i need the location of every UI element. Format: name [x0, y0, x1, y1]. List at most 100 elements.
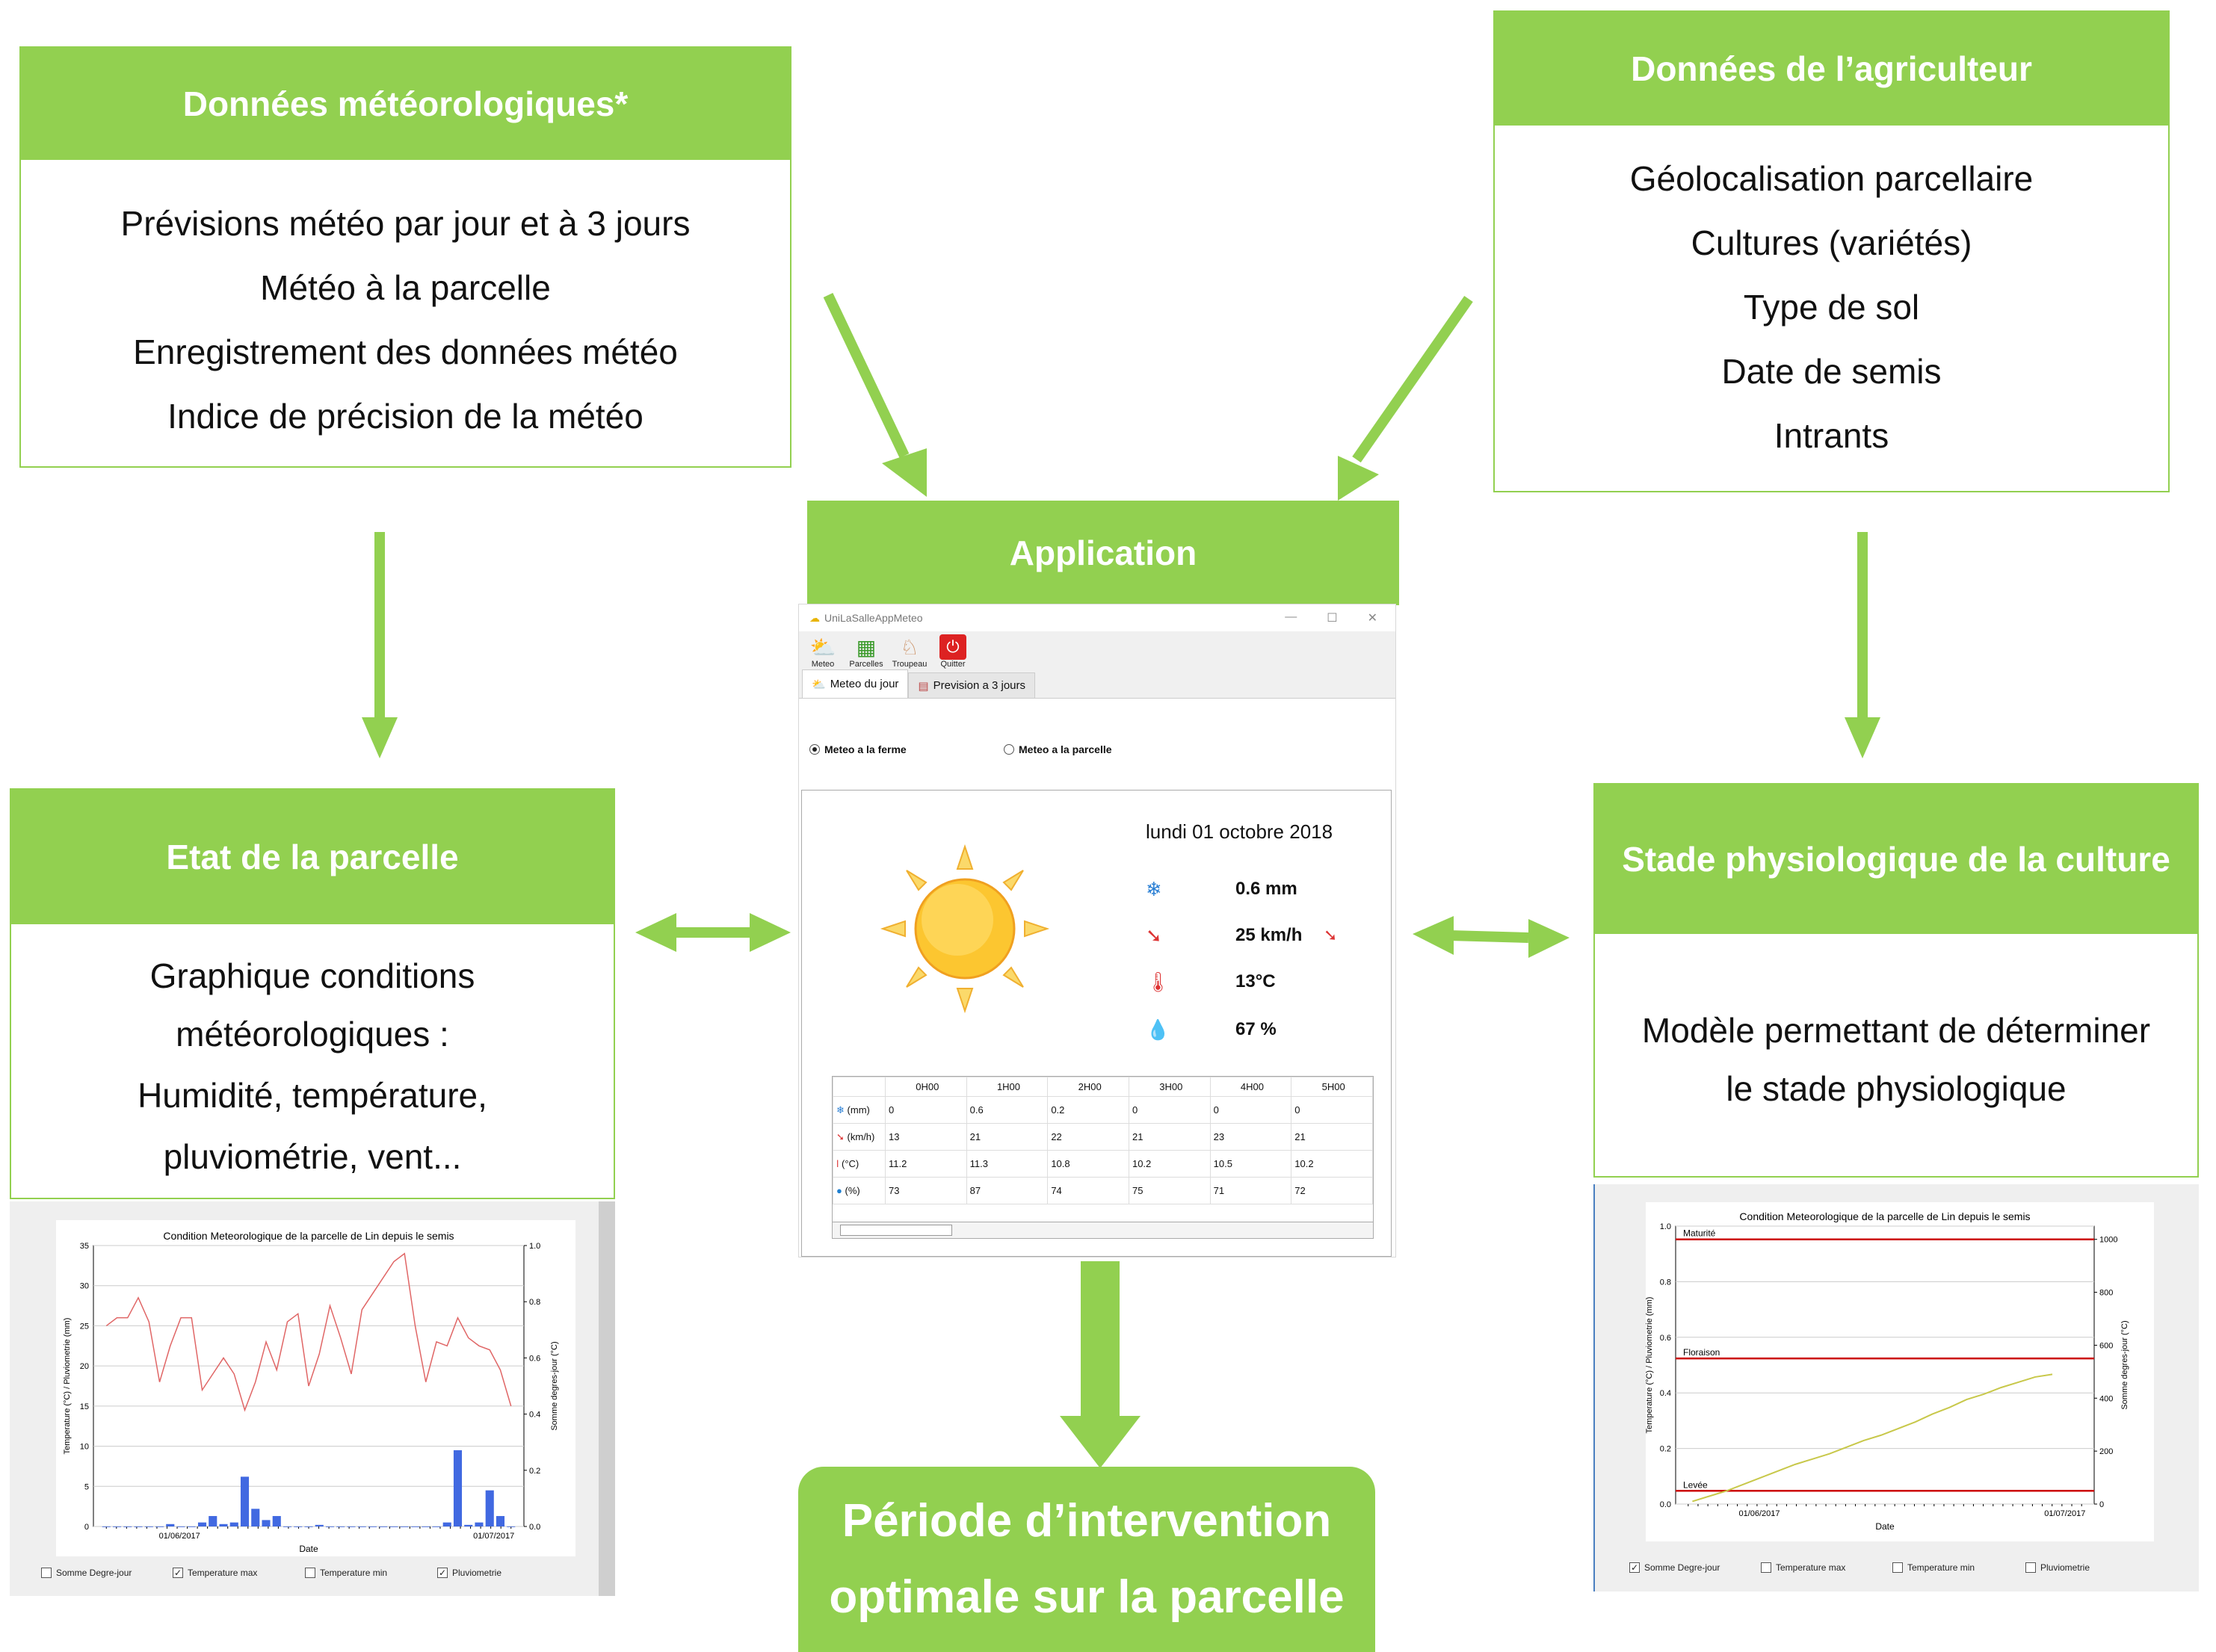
rain-bar: [368, 1526, 377, 1527]
app-toolbar: ⛅Meteo ▦Parcelles ♘Troupeau ⏻Quitter: [799, 631, 1395, 670]
y-tick-label: 0: [84, 1523, 89, 1532]
calendar-icon: ▤: [918, 679, 929, 693]
rain-bar: [389, 1526, 398, 1527]
y-right-tick-label: 0.2: [529, 1467, 540, 1476]
table-scrollbar[interactable]: [833, 1222, 1373, 1238]
rain-bar: [304, 1526, 313, 1527]
checkbox-temperature-max[interactable]: ✓ Temperature max: [173, 1568, 257, 1578]
table-cell: 10.2: [1128, 1150, 1211, 1178]
final-line: Période d’intervention: [842, 1495, 1332, 1547]
checkbox-box[interactable]: [305, 1568, 315, 1578]
arrow-app-stade: [1449, 930, 1529, 943]
stade-line: le stade physiologique: [1726, 1069, 2067, 1108]
checkbox-temperature-max[interactable]: Temperature max: [1761, 1562, 1845, 1573]
rain-bar: [209, 1516, 217, 1526]
toolbar-troupeau-button[interactable]: ♘Troupeau: [890, 634, 929, 670]
radio-dot[interactable]: [1004, 744, 1014, 755]
y-right-tick-label: 0.8: [529, 1298, 540, 1307]
table-cell: 22: [1047, 1123, 1129, 1151]
checkbox-label: Temperature max: [188, 1568, 258, 1578]
radio-label: Meteo a la ferme: [824, 743, 907, 755]
location-radio-group: Meteo a la ferme Meteo a la parcelle: [809, 743, 1392, 755]
y-right-tick-label: 0.0: [529, 1523, 540, 1532]
scrollbar-thumb[interactable]: [840, 1225, 952, 1236]
rain-bar: [219, 1523, 228, 1526]
rain-bar: [283, 1526, 292, 1527]
weather-humidity-row: 💧67 %: [1146, 1015, 1370, 1045]
wind-icon: ➘: [1146, 924, 1162, 947]
checkbox-label: Pluviometrie: [2040, 1562, 2090, 1573]
radio-meteo-parcelle[interactable]: Meteo a la parcelle: [1004, 743, 1112, 755]
threshold-label: Floraison: [1683, 1347, 1720, 1358]
maximize-icon[interactable]: ☐: [1327, 612, 1338, 625]
checkbox-box[interactable]: ✓: [173, 1568, 183, 1578]
y-tick-label: 30: [80, 1282, 89, 1291]
power-icon: ⏻: [939, 634, 966, 660]
checkbox-box[interactable]: [2025, 1562, 2036, 1573]
checkbox-somme-degre-jour[interactable]: ✓Somme Degre-jour: [1629, 1562, 1720, 1573]
radio-dot[interactable]: [809, 744, 820, 755]
rain-bar: [422, 1526, 430, 1527]
plot-frame: [1675, 1225, 2095, 1505]
table-row: ● (%) 73 87 74 75 71 72: [833, 1177, 1373, 1204]
meteo-line: Indice de précision de la météo: [167, 397, 643, 436]
radio-meteo-ferme[interactable]: Meteo a la ferme: [809, 743, 1004, 755]
checkbox-box[interactable]: ✓: [437, 1568, 448, 1578]
rain-bar: [507, 1526, 516, 1527]
minimize-icon[interactable]: —: [1285, 610, 1297, 623]
toolbar-meteo-button[interactable]: ⛅Meteo: [803, 634, 842, 670]
table-cell: 0: [885, 1096, 967, 1124]
y-tick-label: 35: [80, 1242, 89, 1251]
header-cell: 1H00: [966, 1077, 1049, 1097]
hourly-header-row: 0H00 1H00 2H00 3H00 4H00 5H00: [833, 1077, 1373, 1097]
y-right-tick-label: 800: [2099, 1289, 2113, 1298]
meteo-line: Météo à la parcelle: [260, 268, 551, 307]
checkbox-temperature-min[interactable]: Temperature min: [305, 1568, 387, 1578]
droplet-icon: ●: [836, 1185, 842, 1196]
checkbox-box[interactable]: [1761, 1562, 1771, 1573]
rain-bar: [112, 1526, 122, 1527]
rain-bar: [432, 1526, 441, 1527]
toolbar-quitter-button[interactable]: ⏻Quitter: [933, 634, 972, 670]
rain-bar: [410, 1526, 420, 1527]
rain-bar: [357, 1526, 366, 1527]
checkbox-box[interactable]: [41, 1568, 52, 1578]
farmer-line: Intrants: [1774, 416, 1889, 455]
weather-panel: lundi 01 octobre 2018 ❄0.6 mm ➘25 km/h➘ …: [801, 790, 1392, 1257]
table-cell: 10.8: [1047, 1150, 1129, 1178]
y-right-tick-label: 0: [2099, 1500, 2104, 1509]
checkbox-box[interactable]: [1892, 1562, 1903, 1573]
checkbox-somme-degre-jour[interactable]: Somme Degre-jour: [41, 1568, 132, 1578]
toolbar-parcelles-button[interactable]: ▦Parcelles: [847, 634, 886, 670]
rain-bar: [464, 1524, 473, 1526]
y-axis-label: Temperature (°C) / Pluviometrie (mm): [63, 1318, 72, 1455]
x-tick-label: 01/06/2017: [1738, 1509, 1780, 1518]
parcelle-lines: Graphique conditions météorologiques : H…: [11, 924, 614, 1186]
toolbar-label: Quitter: [940, 660, 966, 669]
application-title: Application: [807, 501, 1399, 605]
close-icon[interactable]: ✕: [1367, 612, 1377, 625]
table-cell: 21: [1128, 1123, 1211, 1151]
toolbar-label: Meteo: [811, 660, 835, 669]
row-label-cell: ǀ (°C): [833, 1150, 886, 1178]
meteo-data-lines: Prévisions météo par jour et à 3 jours M…: [21, 160, 790, 448]
checkbox-pluviometrie[interactable]: ✓Pluviometrie: [437, 1568, 501, 1578]
thermometer-icon: 🌡: [1146, 970, 1171, 993]
y-right-tick-label: 200: [2099, 1447, 2113, 1456]
weather-date: lundi 01 octobre 2018: [1146, 820, 1333, 843]
checkbox-temperature-min[interactable]: Temperature min: [1892, 1562, 1975, 1573]
panel-scrollbar[interactable]: [599, 1201, 615, 1596]
x-tick-label: 01/07/2017: [2044, 1509, 2085, 1518]
tab-meteo-du-jour[interactable]: ⛅Meteo du jour: [802, 669, 909, 698]
checkbox-box[interactable]: ✓: [1629, 1562, 1640, 1573]
thermometer-icon: ǀ: [836, 1158, 839, 1169]
arrow-meteo-to-app: [823, 292, 910, 459]
header-cell: 2H00: [1047, 1077, 1129, 1097]
tab-prevision-3-jours[interactable]: ▤Prevision a 3 jours: [908, 672, 1036, 698]
y-tick-label: 25: [80, 1322, 89, 1331]
checkbox-pluviometrie[interactable]: Pluviometrie: [2025, 1562, 2090, 1573]
meteo-data-title: Données météorologiques*: [21, 48, 790, 160]
rain-bar: [176, 1526, 185, 1527]
rain-bar: [134, 1526, 143, 1527]
table-cell: 75: [1128, 1177, 1211, 1204]
